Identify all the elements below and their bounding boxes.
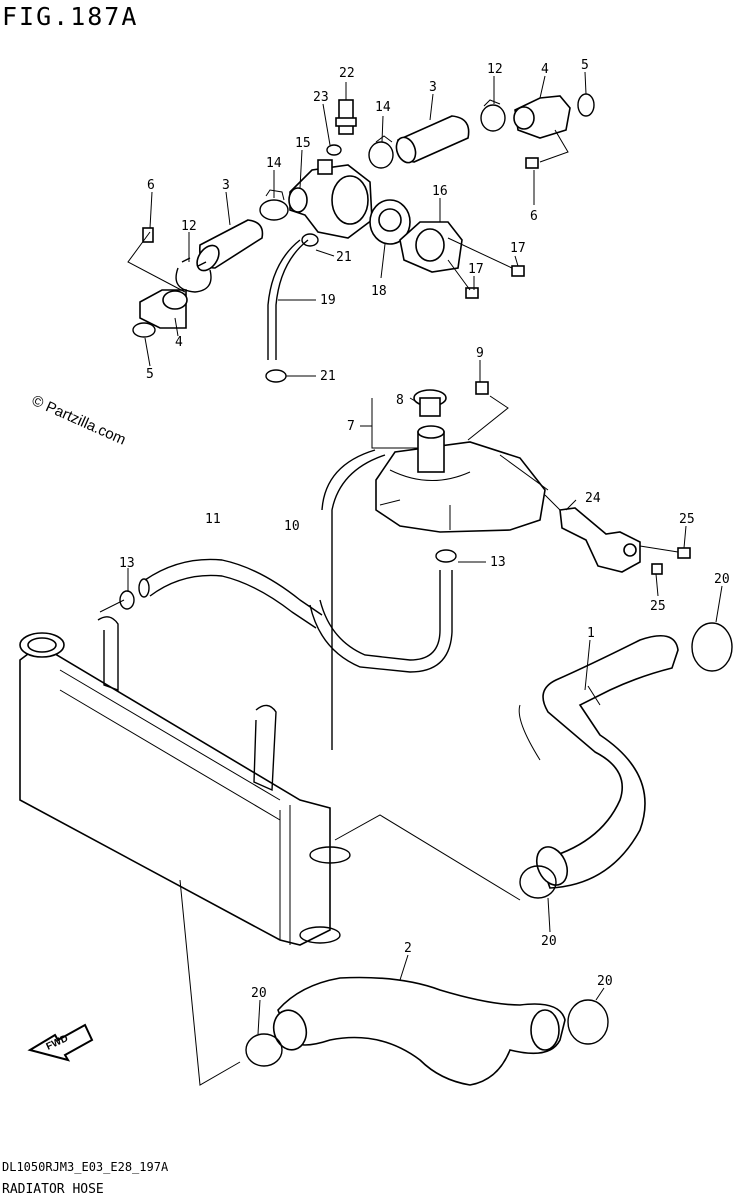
radiator [19,616,351,1086]
callout-5[interactable]: 5 [146,367,154,382]
o-ring-5-left[interactable] [132,322,156,338]
clamp-20-hose1-bottom[interactable] [519,865,557,899]
callout-18[interactable]: 18 [371,284,387,299]
callout-21[interactable]: 21 [320,369,336,384]
callout-3[interactable]: 3 [222,178,230,193]
callout-20[interactable]: 20 [541,934,557,949]
callout-4[interactable]: 4 [175,335,183,350]
callout-5[interactable]: 5 [581,58,589,73]
hose-2[interactable] [277,976,566,1086]
bolt-6-right[interactable] [525,157,539,169]
callout-24[interactable]: 24 [585,491,601,506]
clamp-14-left[interactable] [259,199,289,221]
o-ring-5-right[interactable] [577,93,595,117]
callout-20[interactable]: 20 [597,974,613,989]
reservoir-tank-7[interactable] [375,441,546,533]
callout-15[interactable]: 15 [295,136,311,151]
clamp-12-right[interactable] [480,104,506,132]
washer-23[interactable] [326,144,342,156]
clamp-20-hose2-right[interactable] [567,999,609,1045]
callout-8[interactable]: 8 [396,393,404,408]
overflow-hose-10[interactable] [319,570,441,661]
callout-6[interactable]: 6 [147,178,155,193]
callout-25[interactable]: 25 [679,512,695,527]
bolt-17-a[interactable] [511,265,525,277]
clamp-20-hose2-left[interactable] [245,1033,283,1067]
hose-1[interactable] [538,634,679,889]
hose-2-group [245,976,609,1086]
bracket-24[interactable] [559,507,641,573]
callout-2[interactable]: 2 [404,941,412,956]
callout-16[interactable]: 16 [432,184,448,199]
callout-17[interactable]: 17 [468,262,484,277]
callout-10[interactable]: 10 [284,519,300,534]
callout-14[interactable]: 14 [375,100,391,115]
clamp-21-lower[interactable] [265,369,287,383]
clamp-21-upper[interactable] [301,233,319,247]
callout-25[interactable]: 25 [650,599,666,614]
fwd-arrow: FWD [27,1023,94,1062]
hose-19[interactable] [275,239,309,360]
callout-13[interactable]: 13 [119,556,135,571]
bolt-17-b[interactable] [465,287,479,299]
callout-9[interactable]: 9 [476,346,484,361]
callout-1[interactable]: 1 [587,626,595,641]
clamp-13-radiator[interactable] [119,590,135,610]
callout-6[interactable]: 6 [530,209,538,224]
bolt-25-b[interactable] [651,563,663,575]
callout-21[interactable]: 21 [336,250,352,265]
callout-12[interactable]: 12 [487,62,503,77]
callout-3[interactable]: 3 [429,80,437,95]
callout-19[interactable]: 19 [320,293,336,308]
reservoir-assembly [309,381,691,750]
thermostat-assembly [127,93,595,383]
temp-sensor-22[interactable] [338,99,354,135]
figure-title: FIG.187A [2,2,139,31]
callout-20[interactable]: 20 [714,572,730,587]
callout-12[interactable]: 12 [181,219,197,234]
bolt-9[interactable] [475,381,489,395]
hose-1-group [334,622,733,901]
callout-23[interactable]: 23 [313,90,329,105]
diagram-caption: RADIATOR HOSE [2,1182,104,1197]
callout-13[interactable]: 13 [490,555,506,570]
callout-11[interactable]: 11 [205,512,221,527]
callout-14[interactable]: 14 [266,156,282,171]
callout-17[interactable]: 17 [510,241,526,256]
leader-lines [127,71,723,1035]
callout-labels: 22 23 14 3 12 4 5 6 15 14 3 6 16 12 21 1… [119,58,730,1001]
hose-11-group [99,558,323,629]
clamp-14-right[interactable] [368,141,394,169]
radiator-core[interactable] [19,644,331,946]
diagram-code: DL1050RJM3_E03_E28_197A [2,1160,169,1174]
hose-11[interactable] [144,558,323,616]
bolt-25-a[interactable] [677,547,691,559]
clamp-20-hose1-top[interactable] [691,622,733,672]
callout-22[interactable]: 22 [339,66,355,81]
callout-4[interactable]: 4 [541,62,549,77]
callout-7[interactable]: 7 [347,419,355,434]
clamp-13-tank[interactable] [435,549,457,563]
callout-20[interactable]: 20 [251,986,267,1001]
